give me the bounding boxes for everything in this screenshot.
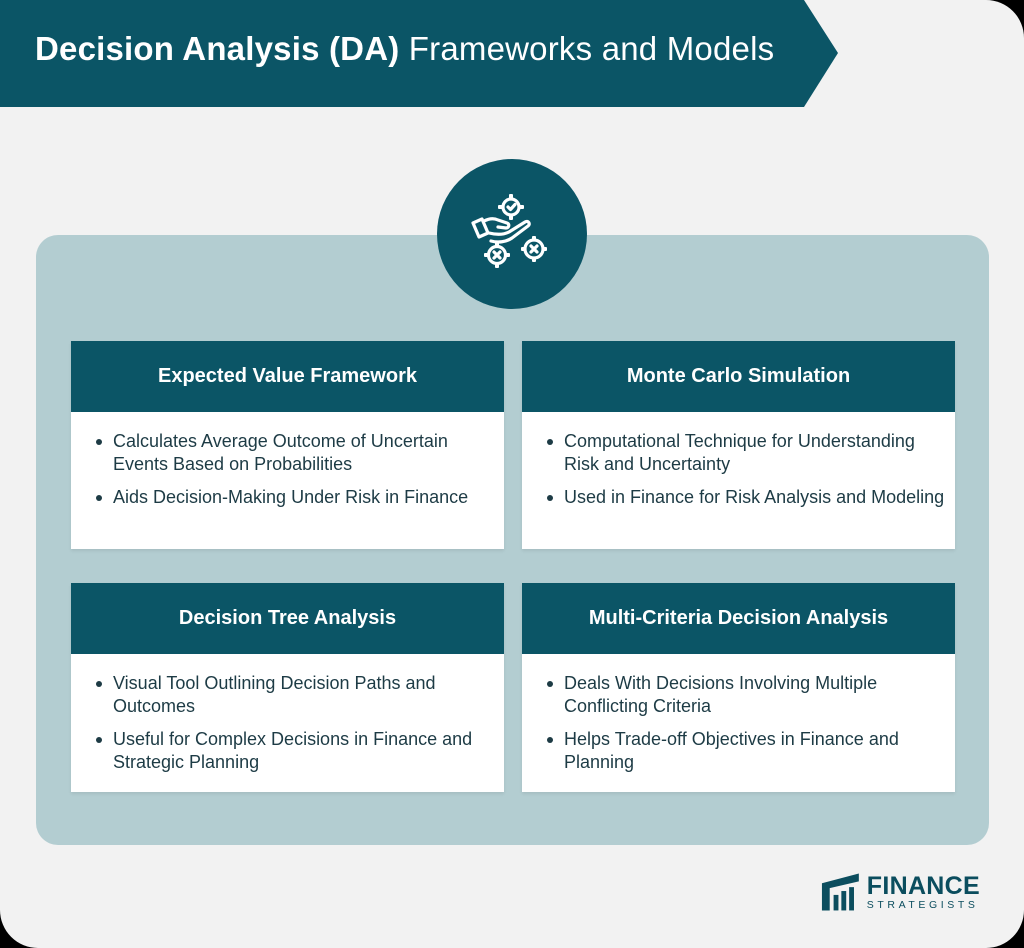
bullet-item: Deals With Decisions Involving Multiple … xyxy=(544,672,945,718)
page-title: Decision Analysis (DA) Frameworks and Mo… xyxy=(35,30,774,68)
card-body: Deals With Decisions Involving Multiple … xyxy=(522,654,955,792)
bullet-item: Aids Decision-Making Under Risk in Finan… xyxy=(93,486,494,509)
card-multi-criteria: Multi-Criteria Decision Analysis Deals W… xyxy=(522,583,955,792)
bullet-list: Visual Tool Outlining Decision Paths and… xyxy=(93,672,494,774)
card-decision-tree: Decision Tree Analysis Visual Tool Outli… xyxy=(71,583,504,792)
bullet-item: Useful for Complex Decisions in Finance … xyxy=(93,728,494,774)
bullet-item: Computational Technique for Understandin… xyxy=(544,430,945,476)
title-bold: Decision Analysis (DA) xyxy=(35,30,400,67)
card-title: Expected Value Framework xyxy=(71,341,504,412)
logo-text: FINANCE STRATEGISTS xyxy=(866,871,980,911)
header-banner xyxy=(0,0,838,107)
card-body: Visual Tool Outlining Decision Paths and… xyxy=(71,654,504,792)
card-title: Multi-Criteria Decision Analysis xyxy=(522,583,955,654)
card-expected-value: Expected Value Framework Calculates Aver… xyxy=(71,341,504,549)
bullet-item: Calculates Average Outcome of Uncertain … xyxy=(93,430,494,476)
card-monte-carlo: Monte Carlo Simulation Computational Tec… xyxy=(522,341,955,549)
bullet-item: Visual Tool Outlining Decision Paths and… xyxy=(93,672,494,718)
logo-sub: STRATEGISTS xyxy=(866,898,979,911)
bullet-item: Used in Finance for Risk Analysis and Mo… xyxy=(544,486,945,509)
card-body: Calculates Average Outcome of Uncertain … xyxy=(71,412,504,527)
logo-mark-icon xyxy=(821,873,859,911)
bullet-list: Deals With Decisions Involving Multiple … xyxy=(544,672,945,774)
card-title: Decision Tree Analysis xyxy=(71,583,504,654)
icon-badge xyxy=(437,159,587,309)
card-title: Monte Carlo Simulation xyxy=(522,341,955,412)
logo-main: FINANCE xyxy=(866,871,980,900)
bullet-list: Calculates Average Outcome of Uncertain … xyxy=(93,430,494,509)
card-body: Computational Technique for Understandin… xyxy=(522,412,955,527)
bullet-item: Helps Trade-off Objectives in Finance an… xyxy=(544,728,945,774)
bullet-list: Computational Technique for Understandin… xyxy=(544,430,945,509)
title-rest: Frameworks and Models xyxy=(399,30,775,67)
finance-strategists-logo: FINANCE STRATEGISTS xyxy=(820,870,980,914)
hand-gears-icon xyxy=(471,194,547,268)
